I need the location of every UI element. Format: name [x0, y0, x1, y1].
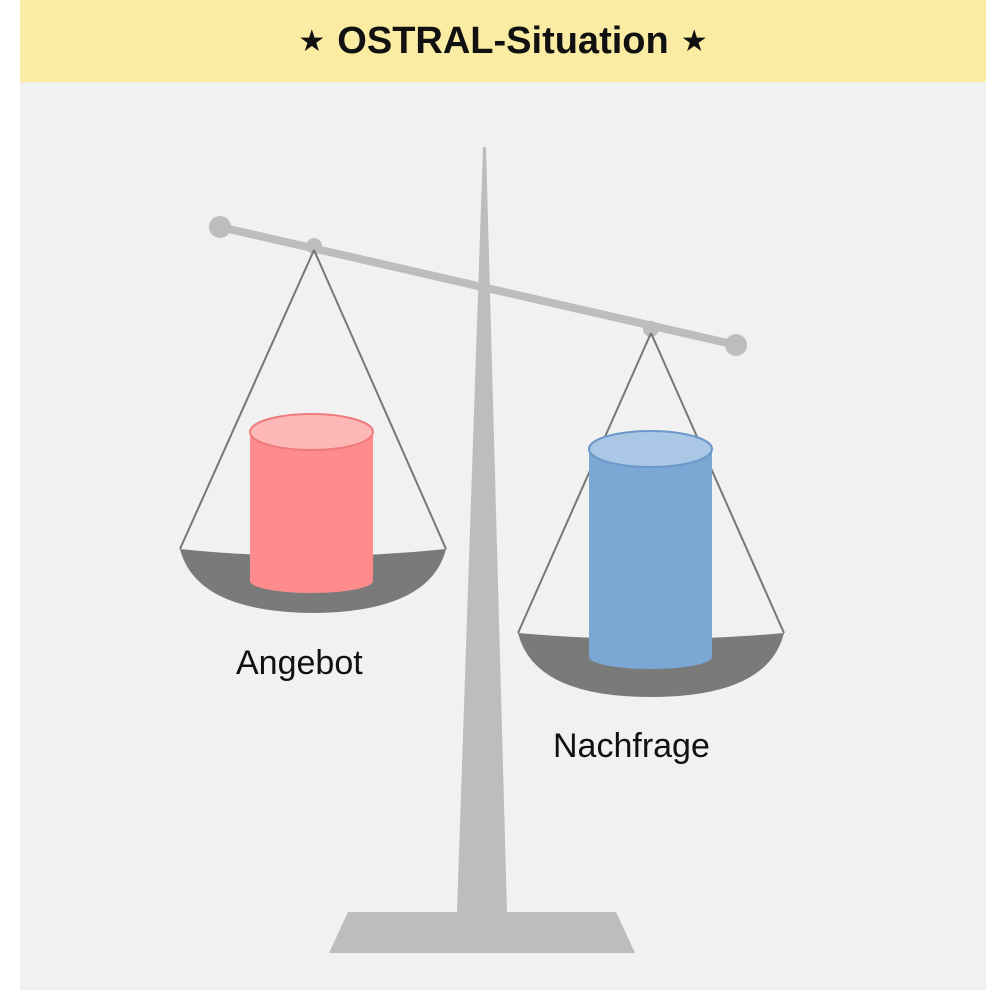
hanger-pivot-left — [306, 238, 322, 254]
supply-label: Angebot — [236, 644, 363, 682]
beam-end-right — [725, 334, 747, 356]
demand-label: Nachfrage — [553, 727, 710, 765]
right-string-a — [517, 332, 652, 634]
hanger-pivot-right — [643, 321, 659, 337]
stand-pole — [457, 147, 507, 912]
demand-cylinder — [588, 430, 713, 669]
left-string-a — [179, 249, 315, 550]
right-string-b — [650, 332, 785, 634]
beam-end-left — [209, 216, 231, 238]
supply-cylinder — [249, 413, 374, 593]
stand-base — [329, 912, 635, 953]
star-icon-left: ★ — [298, 23, 326, 59]
page-title: OSTRAL-Situation — [337, 19, 669, 62]
star-icon-right: ★ — [680, 23, 708, 59]
title-banner: ★ OSTRAL-Situation ★ — [20, 0, 986, 82]
left-string-b — [313, 249, 447, 550]
